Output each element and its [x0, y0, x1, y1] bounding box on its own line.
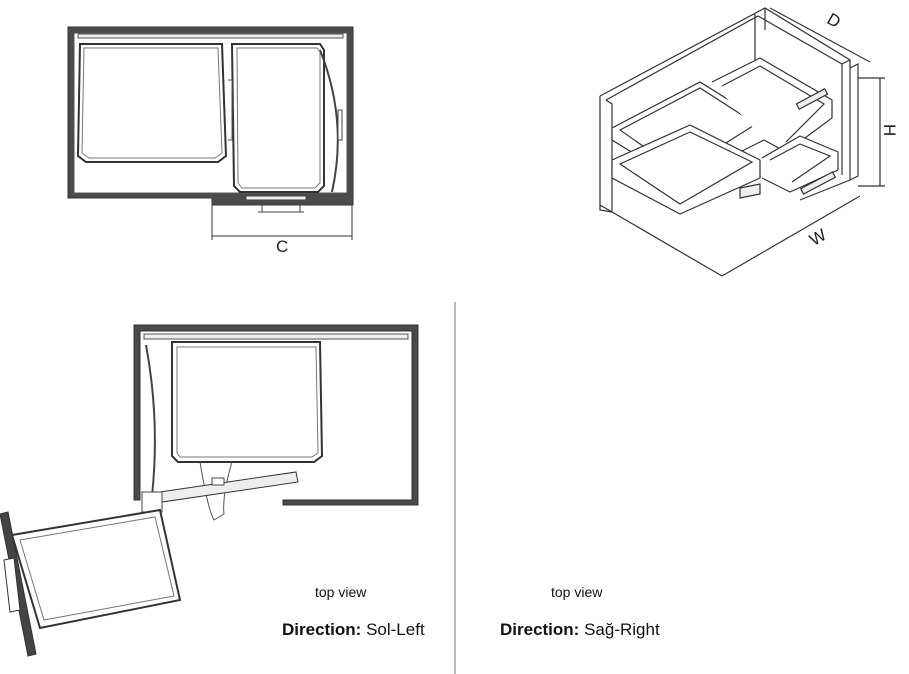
front-view-diagram — [67, 26, 354, 240]
left-direction-value: Sol-Left — [366, 620, 425, 639]
tl-pivot-arm — [145, 344, 156, 497]
dim-label-h: H — [880, 124, 899, 136]
iso-tray-lower-right — [761, 135, 839, 193]
right-shelf — [230, 43, 325, 193]
dim-label-d: D — [824, 9, 844, 32]
left-view-label: top view — [315, 584, 367, 600]
tl-inner-tray — [171, 341, 324, 463]
top-rail — [77, 33, 344, 39]
left-shelf — [76, 43, 228, 163]
runner-lower — [799, 171, 837, 195]
swing-arm — [319, 49, 339, 193]
right-direction-value: Sağ-Right — [584, 620, 660, 639]
dim-line-w-b — [721, 195, 861, 277]
isometric-view-diagram — [599, 7, 885, 277]
dim-label-c: C — [276, 237, 288, 256]
left-direction-caption: Direction: Sol-Left — [282, 620, 425, 640]
top-view-left-diagram — [0, 324, 419, 657]
dim-label-w: W — [806, 225, 829, 249]
base-bracket — [245, 195, 307, 201]
dim-line-d — [769, 7, 871, 63]
iso-tray-lower-left — [611, 124, 761, 215]
right-direction-label: Direction: — [500, 620, 580, 639]
tl-pulled-tray — [10, 508, 182, 630]
tl-runner — [159, 471, 299, 503]
dim-line-w-a — [599, 204, 723, 277]
right-direction-caption: Direction: Sağ-Right — [500, 620, 660, 640]
runner-upper — [795, 88, 829, 110]
cabinet-walls-left — [133, 324, 419, 506]
right-view-label: top view — [551, 584, 603, 600]
left-direction-label: Direction: — [282, 620, 362, 639]
